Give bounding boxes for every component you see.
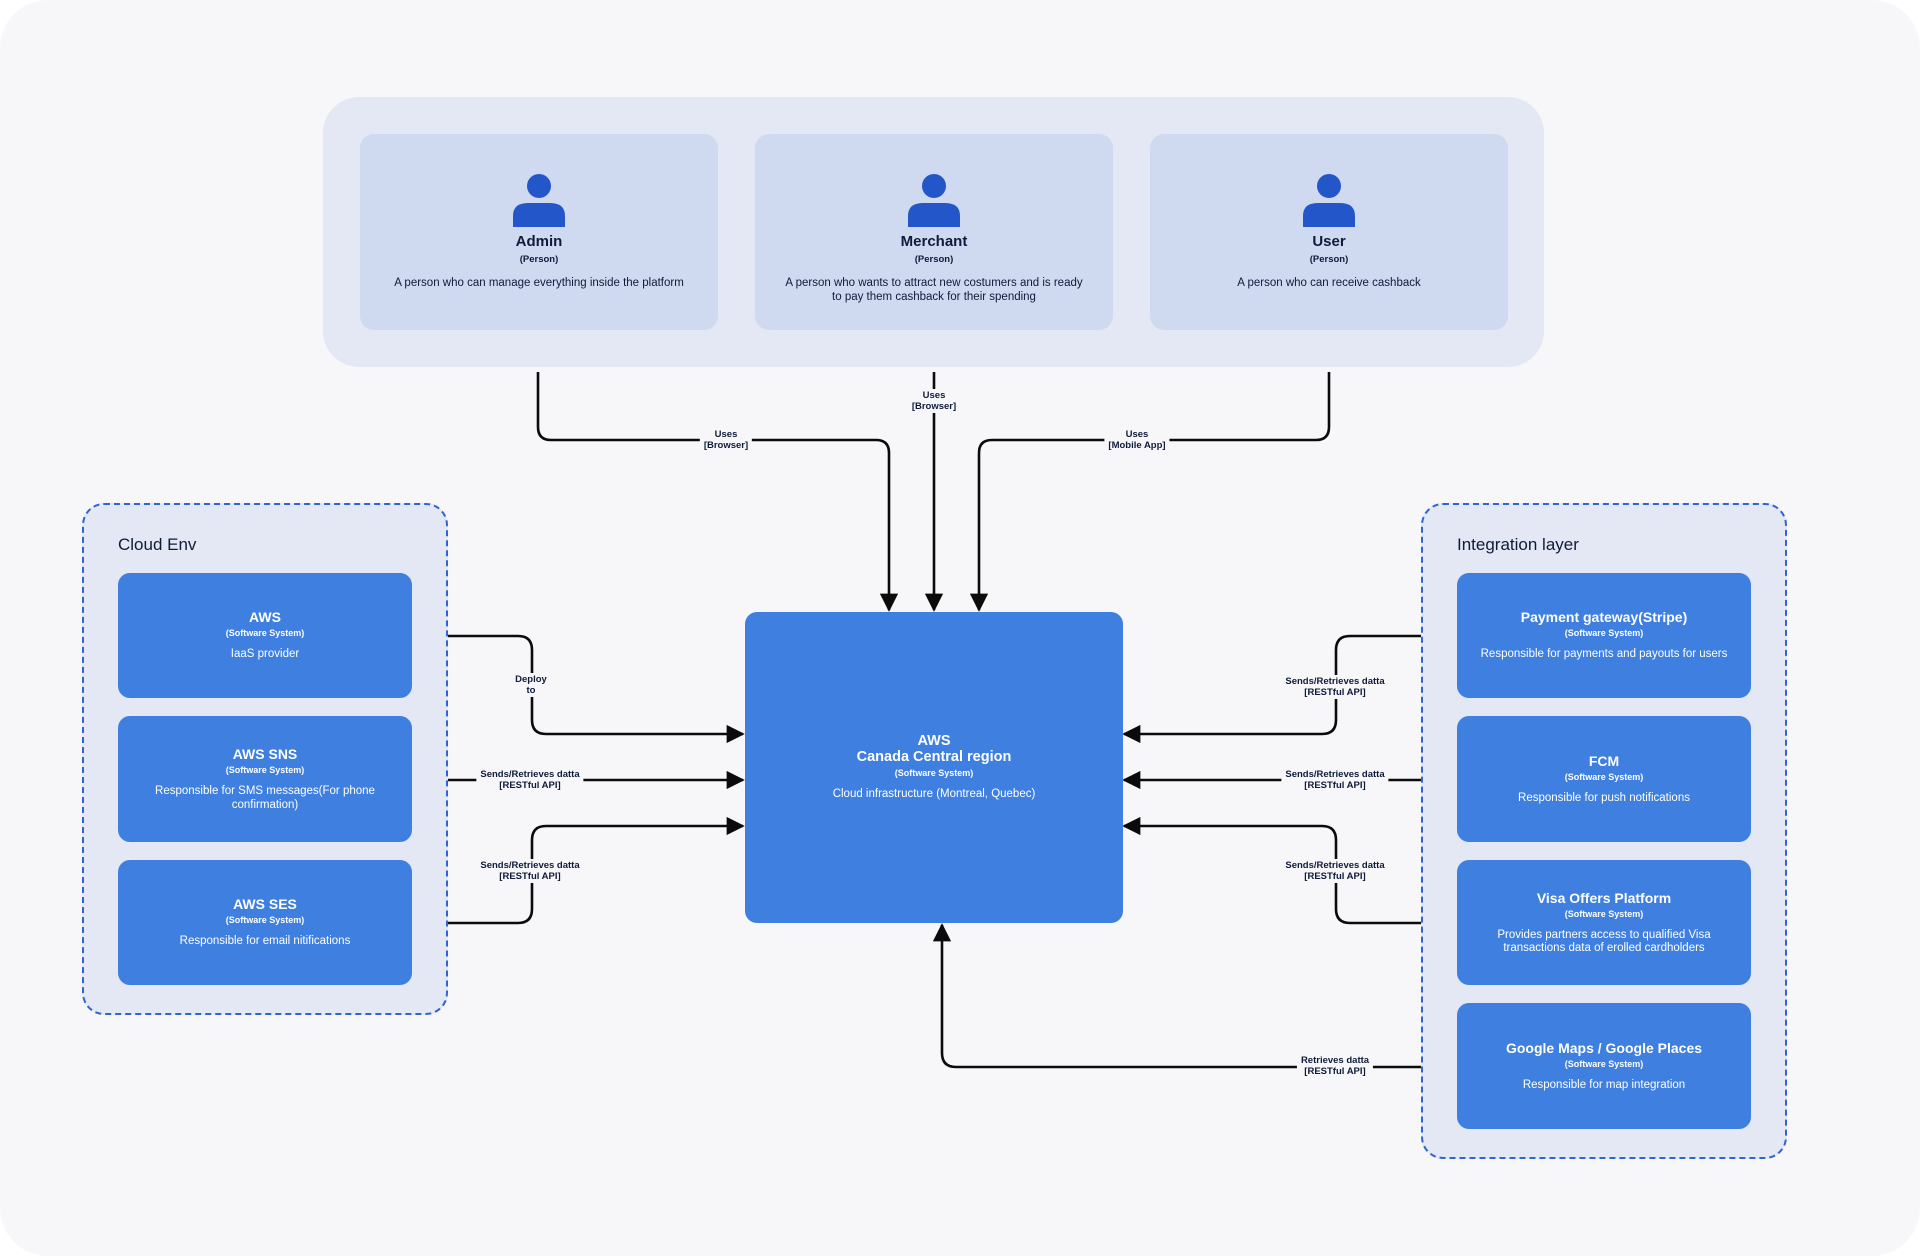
person-description: A person who wants to attract new costum… — [785, 277, 1083, 303]
edge-label-sns: Sends/Retrieves datta [RESTful API] — [476, 768, 584, 792]
edge-label-fcm: Sends/Retrieves datta [RESTful API] — [1281, 768, 1389, 792]
system-name: Visa Offers Platform — [1536, 889, 1672, 906]
edge-label-line: Sends/Retrieves datta — [480, 769, 580, 780]
person-icon — [908, 174, 960, 227]
group-title: Cloud Env — [118, 535, 197, 554]
person-card-admin[interactable]: Admin (Person) A person who can manage e… — [360, 134, 718, 330]
person-icon — [1303, 174, 1355, 227]
system-description: Responsible for SMS messages(For phone c… — [155, 785, 375, 811]
system-name-line1: AWS — [917, 733, 951, 750]
edge-label-visa: Sends/Retrieves datta [RESTful API] — [1281, 859, 1389, 883]
person-card-user[interactable]: User (Person) A person who can receive c… — [1150, 134, 1508, 330]
system-kind: (Software System) — [894, 768, 974, 779]
system-aws-ses[interactable]: AWS SES (Software System) Responsible fo… — [118, 860, 412, 985]
system-kind: (Software System) — [225, 915, 305, 926]
edge-label-line: [RESTful API] — [1304, 687, 1366, 698]
person-name: Admin — [515, 233, 563, 250]
system-aws[interactable]: AWS (Software System) IaaS provider — [118, 573, 412, 698]
system-name: FCM — [1588, 752, 1620, 769]
person-kind: (Person) — [1309, 254, 1349, 265]
system-name: AWS — [249, 609, 281, 626]
edge-label-line: [Mobile App] — [1108, 440, 1166, 451]
edge-label-line: Sends/Retrieves datta — [480, 860, 580, 871]
group-title: Integration layer — [1457, 535, 1579, 554]
edge-label-line: Sends/Retrieves datta — [1285, 769, 1385, 780]
edge-label-user: Uses [Mobile App] — [1104, 428, 1170, 452]
edge-admin-line — [536, 372, 899, 612]
edge-label-line: [RESTful API] — [499, 871, 561, 882]
system-name: Google Maps / Google Places — [1505, 1039, 1703, 1056]
edge-label-line: [RESTful API] — [1304, 871, 1366, 882]
system-description: IaaS provider — [230, 648, 300, 661]
system-description: Responsible for map integration — [1522, 1078, 1686, 1091]
person-description: A person who can receive cashback — [1237, 277, 1421, 289]
edge-label-line: Sends/Retrieves datta — [1285, 860, 1385, 871]
edge-label-line: [RESTful API] — [499, 780, 561, 791]
edge-label-line: Uses — [922, 390, 946, 401]
person-icon — [513, 174, 565, 227]
edge-label-maps: Retrieves datta [RESTful API] — [1296, 1054, 1374, 1078]
edge-label-ses: Sends/Retrieves datta [RESTful API] — [476, 859, 584, 883]
system-name: Payment gateway(Stripe) — [1520, 609, 1688, 626]
system-kind: (Software System) — [1564, 771, 1644, 782]
system-kind: (Software System) — [1564, 908, 1644, 919]
system-payment-gateway[interactable]: Payment gateway(Stripe) (Software System… — [1457, 573, 1751, 698]
person-card-merchant[interactable]: Merchant (Person) A person who wants to … — [755, 134, 1113, 330]
edge-label-line: Sends/Retrieves datta — [1285, 676, 1385, 687]
edge-label-line: [RESTful API] — [1304, 780, 1366, 791]
edge-maps-line — [932, 923, 1421, 1069]
person-description: A person who can manage everything insid… — [394, 277, 684, 289]
system-kind: (Software System) — [1564, 1058, 1644, 1069]
system-description: Provides partners access to qualified Vi… — [1497, 928, 1711, 955]
edge-label-line: Uses — [714, 429, 738, 440]
system-kind: (Software System) — [1564, 628, 1644, 639]
system-aws-canada-central[interactable]: AWS Canada Central region (Software Syst… — [745, 612, 1123, 923]
system-name: AWS SNS — [232, 746, 298, 762]
system-name-line2: Canada Central region — [856, 749, 1012, 766]
edge-aws-line — [448, 634, 745, 744]
edge-label-merchant: Uses [Browser] — [907, 389, 961, 413]
edge-label-line: Uses — [1125, 429, 1149, 440]
system-kind: (Software System) — [225, 765, 305, 775]
system-description: Responsible for push notifications — [1518, 791, 1690, 804]
system-description: Responsible for email nitifications — [179, 935, 351, 948]
person-name: Merchant — [900, 233, 968, 250]
system-visa-offers[interactable]: Visa Offers Platform (Software System) P… — [1457, 860, 1751, 985]
edge-label-line: [Browser] — [703, 440, 749, 451]
edge-label-line: [RESTful API] — [1304, 1066, 1366, 1077]
edge-label-line: Retrieves datta — [1300, 1055, 1370, 1066]
edge-user-line — [969, 372, 1331, 612]
system-description: Responsible for payments and payouts for… — [1480, 648, 1728, 661]
system-kind: (Software System) — [225, 628, 305, 639]
system-google-maps[interactable]: Google Maps / Google Places (Software Sy… — [1457, 1003, 1751, 1129]
person-kind: (Person) — [519, 254, 559, 265]
person-kind: (Person) — [914, 254, 954, 265]
edge-label-line: [Browser] — [911, 401, 957, 412]
system-description: Cloud infrastructure (Montreal, Quebec) — [832, 788, 1036, 801]
system-name: AWS SES — [233, 896, 297, 913]
edge-label-stripe: Sends/Retrieves datta [RESTful API] — [1281, 675, 1389, 699]
edge-label-admin: Uses [Browser] — [699, 428, 753, 452]
edge-label-aws: Deploy to — [511, 673, 551, 697]
system-fcm[interactable]: FCM (Software System) Responsible for pu… — [1457, 716, 1751, 842]
edge-label-line: to — [526, 685, 536, 696]
edge-label-line: Deploy — [515, 674, 547, 685]
system-aws-sns[interactable]: AWS SNS (Software System) Responsible fo… — [118, 716, 412, 842]
person-name: User — [1312, 233, 1346, 250]
